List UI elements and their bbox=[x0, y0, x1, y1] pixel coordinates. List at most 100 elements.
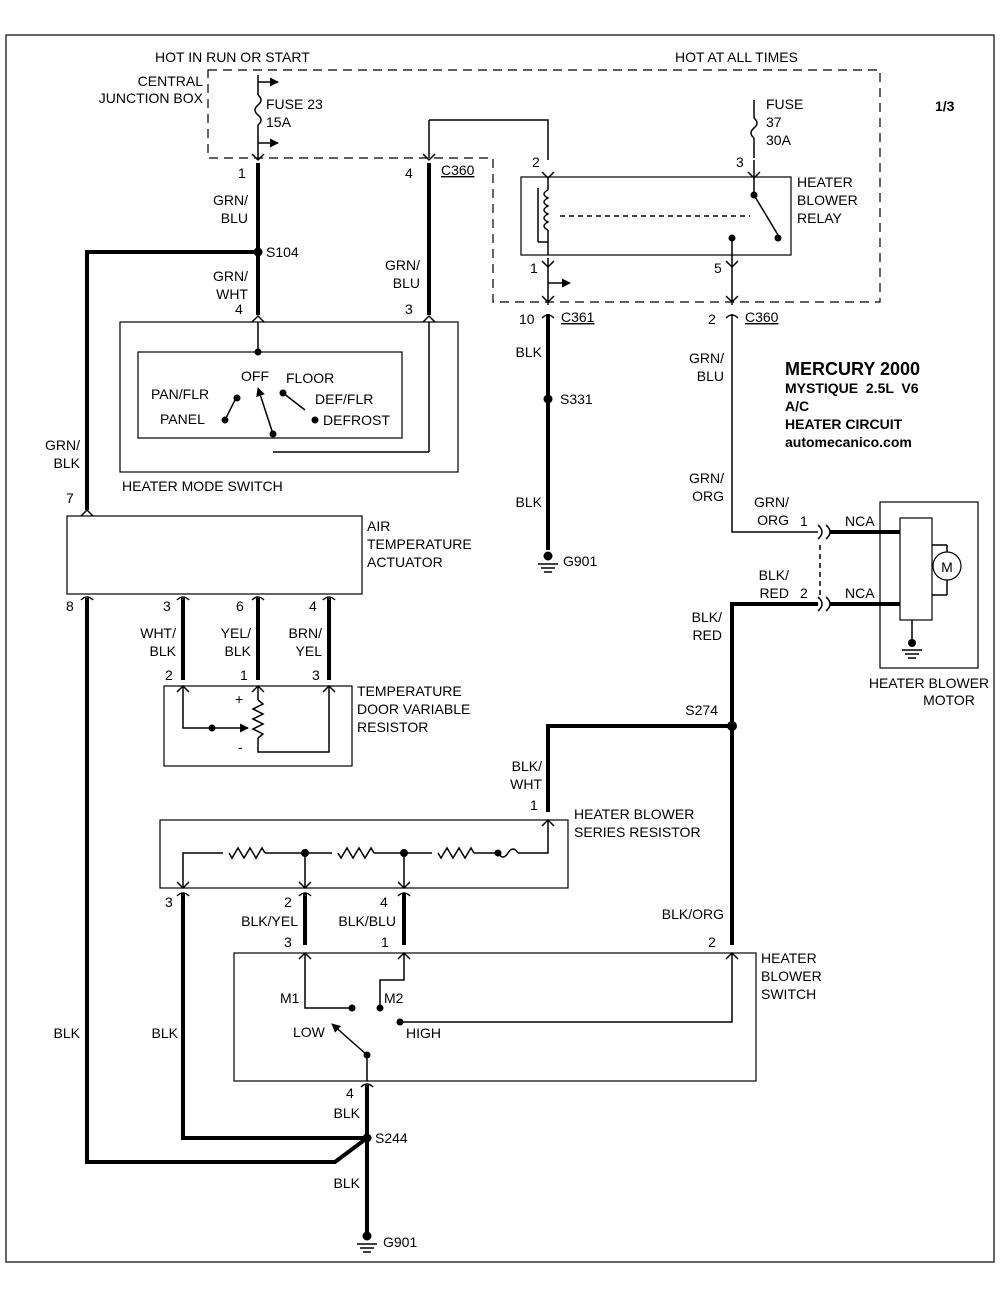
bs-pin-4: 4 bbox=[346, 1085, 354, 1101]
tdr-pin-2: 2 bbox=[165, 667, 173, 683]
c360-top-label: C360 bbox=[441, 162, 475, 178]
motor-m-label: M bbox=[941, 559, 953, 575]
motor-icon bbox=[932, 551, 962, 581]
bs-pin-3: 3 bbox=[284, 934, 292, 950]
actuator-label-3: ACTUATOR bbox=[367, 554, 443, 570]
model-title: MYSTIQUE 2.5L V6 bbox=[785, 380, 919, 396]
sr-pin-2: 2 bbox=[284, 894, 292, 910]
relay-pin-1: 1 bbox=[530, 260, 538, 276]
page-number: 1/3 bbox=[935, 98, 955, 114]
s104-label: S104 bbox=[266, 244, 299, 260]
motor-nca-2: NCA bbox=[845, 585, 875, 601]
actuator-pin-6: 6 bbox=[236, 598, 244, 614]
mode-defrost: DEFROST bbox=[323, 412, 390, 428]
title-block: MERCURY 2000 MYSTIQUE 2.5L V6 A/C HEATER… bbox=[785, 359, 920, 450]
relay-label-3: RELAY bbox=[797, 210, 843, 226]
central-junction-box: HOT IN RUN OR START HOT AT ALL TIMES CEN… bbox=[99, 49, 881, 303]
motor-label-2: MOTOR bbox=[923, 692, 975, 708]
sr-label-2: SERIES RESISTOR bbox=[574, 824, 701, 840]
mode-def-flr: DEF/FLR bbox=[315, 391, 373, 407]
tdr-plus: + bbox=[235, 691, 243, 707]
wire-label-blk-sw: BLK bbox=[334, 1105, 361, 1121]
wire-label-grn-wht-a: GRN/ bbox=[213, 268, 248, 284]
temperature-door-variable-resistor: 2 1 3 + - TEMPERATURE DOOR VARIABLE RESI… bbox=[163, 667, 470, 767]
wire-label-yel-blk-b: BLK bbox=[225, 643, 252, 659]
wire-label-blk-red-1b: RED bbox=[759, 585, 789, 601]
c361-pin: 10 bbox=[519, 311, 535, 327]
bs-label-3: SWITCH bbox=[761, 986, 816, 1002]
wire-label-grn-org-1a: GRN/ bbox=[689, 470, 724, 486]
wire-label-blk-blu: BLK/BLU bbox=[338, 913, 396, 929]
wire-label-blk-red-2b: RED bbox=[692, 627, 722, 643]
g901-label-bottom: G901 bbox=[383, 1234, 417, 1250]
ground-g901-bottom bbox=[357, 1231, 377, 1253]
wire-label-grn-blu-2b: BLU bbox=[393, 275, 420, 291]
wire-label-brn-yel-b: YEL bbox=[296, 643, 323, 659]
s244-label: S244 bbox=[375, 1130, 408, 1146]
relay-label-1: HEATER bbox=[797, 174, 853, 190]
wire-label-blk-yel: BLK/YEL bbox=[241, 913, 298, 929]
s331-label: S331 bbox=[560, 391, 593, 407]
circuit-title: HEATER CIRCUIT bbox=[785, 416, 903, 432]
motor-label-1: HEATER BLOWER bbox=[869, 675, 989, 691]
heater-blower-motor: M HEATER BLOWER MOTOR 1 2 NCA NCA bbox=[800, 501, 989, 708]
website-title: automecanico.com bbox=[785, 434, 912, 450]
wire-label-blk-c361: BLK bbox=[516, 344, 543, 360]
bs-pin-2: 2 bbox=[708, 934, 716, 950]
wire-label-grn-wht-b: WHT bbox=[216, 286, 248, 302]
wire-label-blk-org: BLK/ORG bbox=[662, 906, 724, 922]
tdr-pin-1: 1 bbox=[240, 667, 248, 683]
fuse37-rating: 30A bbox=[766, 132, 792, 148]
actuator-label-2: TEMPERATURE bbox=[367, 536, 472, 552]
g901-label-top: G901 bbox=[563, 553, 597, 569]
wire-label-grn-blk-b: BLK bbox=[54, 455, 81, 471]
system-title: A/C bbox=[785, 398, 809, 414]
bs-label-1: HEATER bbox=[761, 950, 817, 966]
wire-label-blk-left: BLK bbox=[54, 1025, 81, 1041]
relay-pin-3: 3 bbox=[736, 154, 744, 170]
wire-label-grn-blu-1b: BLU bbox=[221, 210, 248, 226]
actuator-pin-3: 3 bbox=[163, 598, 171, 614]
fuse-23: FUSE 23 15A bbox=[251, 75, 323, 162]
heater-blower-switch: 3 1 2 M1 M2 LOW HIGH HEATER BLOWER SWITC… bbox=[233, 934, 822, 1101]
wire-label-grn-blu-3a: GRN/ bbox=[689, 350, 724, 366]
ground-g901-top bbox=[538, 551, 558, 573]
wire-blk-red bbox=[730, 602, 818, 726]
heater-blower-series-resistor: 1 HEATER BLOWER SERIES RESISTOR 3 2 4 bbox=[159, 797, 701, 910]
wire-label-grn-org-1b: ORG bbox=[692, 488, 724, 504]
cjb-label-1: CENTRAL bbox=[138, 73, 204, 89]
wire-label-grn-blu-1a: GRN/ bbox=[213, 192, 248, 208]
mode-pan-flr: PAN/FLR bbox=[151, 386, 209, 402]
sr-pin-1: 1 bbox=[530, 797, 538, 813]
wire-grn-blk bbox=[85, 250, 258, 510]
c360-right-pin: 2 bbox=[708, 311, 716, 327]
motor-pin-2: 2 bbox=[800, 585, 808, 601]
mode-switch-label: HEATER MODE SWITCH bbox=[122, 478, 283, 494]
actuator-label-1: AIR bbox=[367, 518, 390, 534]
bs-pin-1: 1 bbox=[381, 934, 389, 950]
fuse37-number: 37 bbox=[766, 114, 782, 130]
wire-label-blk-red-1a: BLK/ bbox=[759, 567, 789, 583]
fuse-37: FUSE 37 30A bbox=[750, 96, 803, 158]
wire-blk-actuator bbox=[85, 598, 369, 1164]
bs-low: LOW bbox=[293, 1024, 326, 1040]
c360-pin-4: 4 bbox=[405, 165, 413, 181]
motor-pin-1: 1 bbox=[800, 513, 808, 529]
relay-label-2: BLOWER bbox=[797, 192, 858, 208]
air-temperature-actuator: 7 AIR TEMPERATURE ACTUATOR 8 3 6 4 bbox=[66, 490, 472, 614]
wire-label-grn-org-2b: ORG bbox=[757, 512, 789, 528]
bs-m1: M1 bbox=[280, 990, 300, 1006]
c360-right-label: C360 bbox=[745, 309, 779, 325]
splice-s331 bbox=[543, 394, 553, 404]
fuse23-label: FUSE 23 bbox=[266, 96, 323, 112]
motor-nca-1: NCA bbox=[845, 513, 875, 529]
sr-pin-4: 4 bbox=[380, 894, 388, 910]
cjb-pin-1: 1 bbox=[238, 165, 246, 181]
tdr-label-1: TEMPERATURE bbox=[357, 683, 462, 699]
wire-label-yel-blk-a: YEL/ bbox=[221, 625, 251, 641]
relay-pin-2: 2 bbox=[532, 154, 540, 170]
wire-label-blk-wht-a: BLK/ bbox=[512, 758, 542, 774]
mode-floor: FLOOR bbox=[286, 370, 334, 386]
wire-label-grn-blk-a: GRN/ bbox=[45, 437, 80, 453]
c361-label: C361 bbox=[561, 309, 595, 325]
